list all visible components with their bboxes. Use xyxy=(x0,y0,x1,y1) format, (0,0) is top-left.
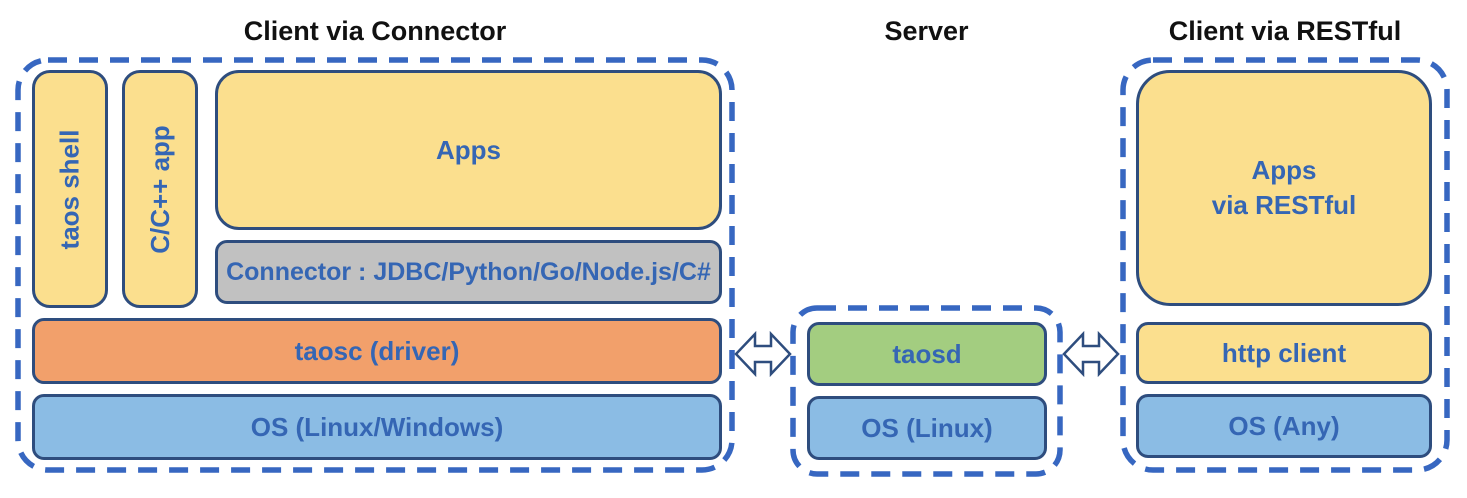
os-any-label: OS (Any) xyxy=(1228,410,1340,441)
client-connector-title: Client via Connector xyxy=(243,16,507,46)
apps-label: Apps xyxy=(436,134,501,165)
client-connector-dashed-group xyxy=(15,57,735,473)
box-taos-shell: taos shell xyxy=(32,70,108,308)
taosd-label: taosd xyxy=(892,338,962,369)
client-restful-title: Client via RESTful xyxy=(1168,16,1402,46)
box-taosc-driver: taosc (driver) xyxy=(32,318,722,384)
http-client-label: http client xyxy=(1221,337,1347,368)
box-cpp-app: C/C++ app xyxy=(122,70,198,308)
os-linux-label: OS (Linux) xyxy=(861,412,993,443)
client-restful-dashed-group xyxy=(1120,57,1450,473)
bidirectional-arrow-icon xyxy=(734,331,792,377)
box-connector: Connector : JDBC/Python/Go/Node.js/C# xyxy=(215,240,722,304)
server-title: Server xyxy=(884,16,969,46)
bidirectional-arrow-icon xyxy=(1062,331,1120,377)
box-os-any: OS (Any) xyxy=(1136,394,1432,458)
box-os-linux-windows: OS (Linux/Windows) xyxy=(32,394,722,460)
box-apps: Apps xyxy=(215,70,722,230)
cpp-app-label: C/C++ app xyxy=(144,124,175,254)
connector-label: Connector : JDBC/Python/Go/Node.js/C# xyxy=(226,257,711,286)
box-os-linux: OS (Linux) xyxy=(807,396,1047,460)
box-apps-via-restful: Apps via RESTful xyxy=(1136,70,1432,306)
server-dashed-group xyxy=(790,305,1063,477)
box-http-client: http client xyxy=(1136,322,1432,384)
box-taosd: taosd xyxy=(807,322,1047,386)
taosc-driver-label: taosc (driver) xyxy=(294,335,460,366)
taos-shell-label: taos shell xyxy=(54,129,85,249)
apps-via-restful-label: Apps via RESTful xyxy=(1211,154,1357,220)
os-linux-windows-label: OS (Linux/Windows) xyxy=(250,411,504,442)
